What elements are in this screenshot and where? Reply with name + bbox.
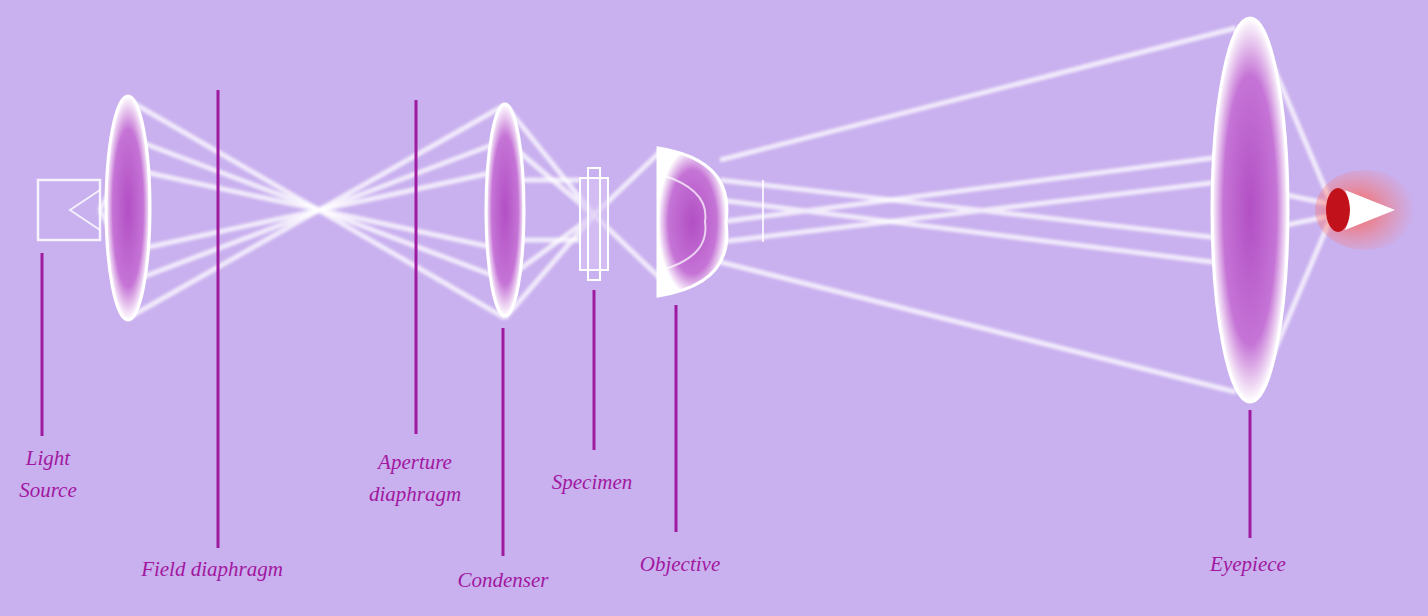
light-rays (100, 28, 1335, 392)
lamp-filament (70, 190, 100, 230)
part-label: Specimen (532, 466, 652, 498)
condenser-lens (486, 104, 524, 316)
lamp-housing (38, 180, 100, 240)
part-label: Objective (615, 548, 745, 580)
image-plane (762, 180, 764, 242)
part-label: Aperture diaphragm (356, 446, 474, 510)
objective-lens (658, 148, 727, 296)
part-label: Eyepiece (1183, 548, 1313, 580)
part-label: Condenser (438, 564, 568, 596)
collector-lens (106, 96, 150, 320)
objective-inner-lens (662, 175, 705, 270)
eye-glow (1315, 170, 1415, 250)
eye-pupil (1326, 188, 1350, 232)
eyepiece-lens (1212, 18, 1288, 402)
eye-white (1345, 190, 1395, 230)
part-label: Field diaphragm (107, 553, 317, 585)
part-label: Light Source (10, 442, 86, 506)
cover-glass (588, 168, 600, 280)
specimen-slide (580, 178, 608, 270)
leader-lines (42, 90, 1250, 556)
